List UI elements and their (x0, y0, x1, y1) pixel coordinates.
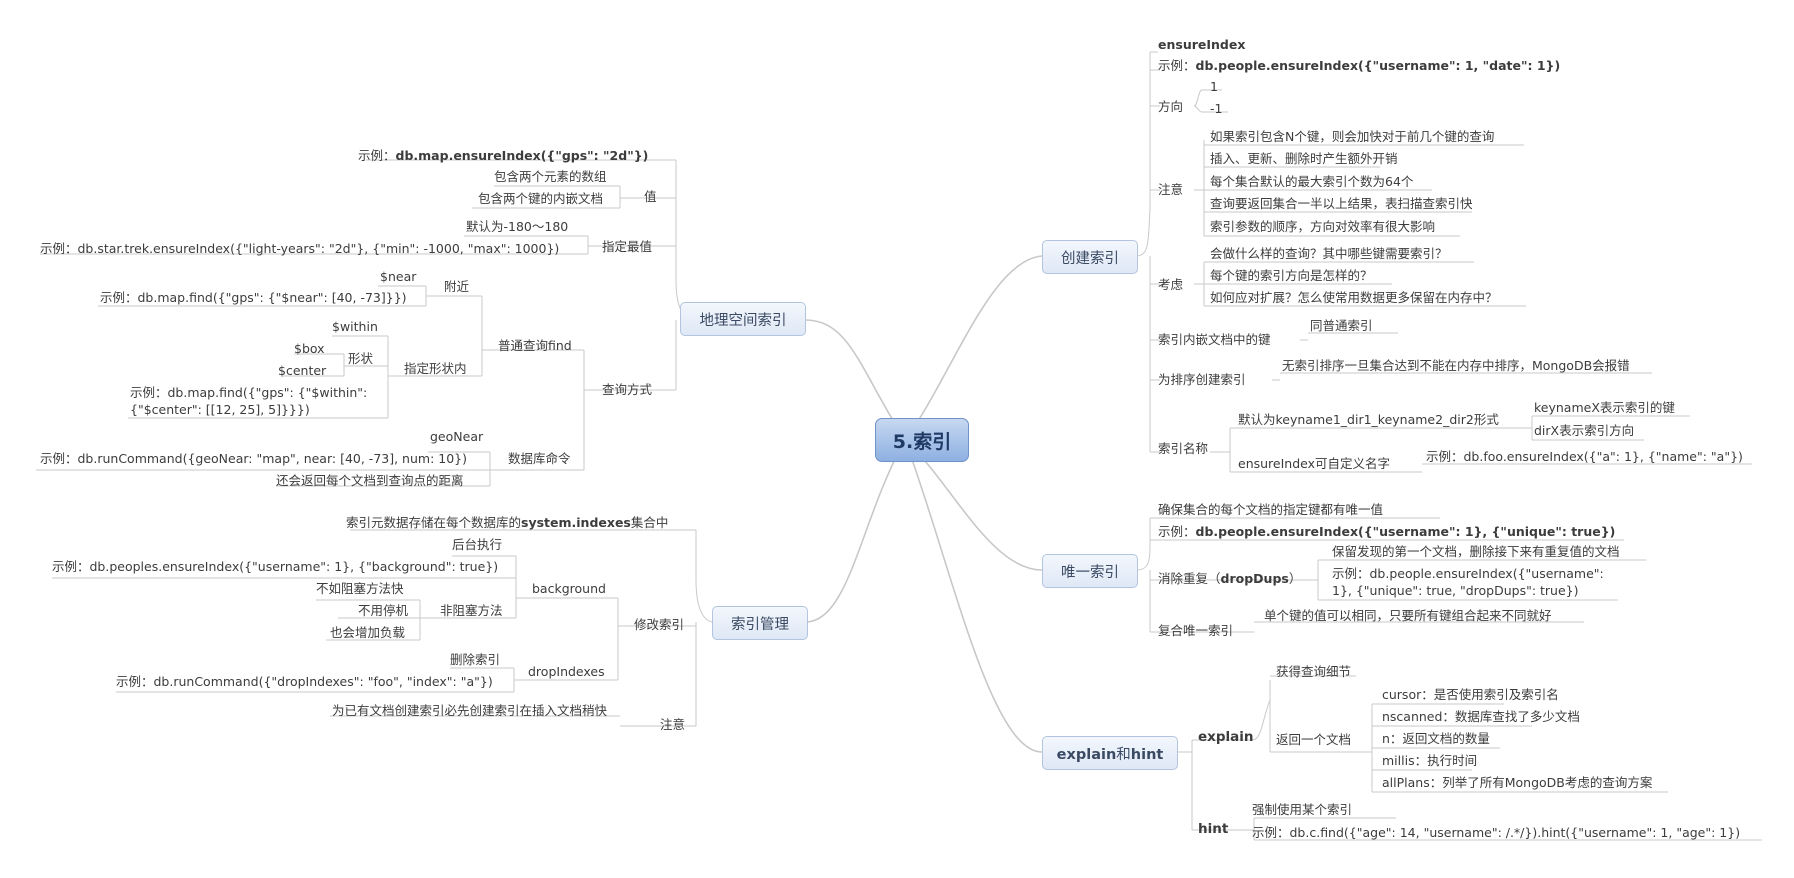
create-name-default: 默认为keyname1_dir1_keyname2_dir2形式 (1238, 412, 1499, 427)
topic-create-index[interactable]: 创建索引 (1042, 240, 1138, 274)
unique-dropdups-example: 示例：db.people.ensureIndex({"username": 1}… (1332, 566, 1604, 598)
geo-range-label: 指定最值 (602, 239, 653, 254)
geo-within-label: 指定形状内 (404, 361, 467, 376)
geo-cmd-example: 示例：db.runCommand({geoNear: "map", near: … (40, 451, 467, 466)
create-note-1: 如果索引包含N个键，则会加快对于前几个键的查询 (1210, 129, 1495, 144)
unique-dropdups-label: 消除重复（dropDups） (1158, 571, 1302, 586)
manage-note-value: 为已有文档创建索引必先创建索引在插入文档稍快 (332, 703, 608, 718)
manage-nonblock-2: 不用停机 (358, 603, 409, 618)
hint-label: hint (1198, 821, 1229, 837)
explain-field-n: n：返回文档的数量 (1382, 731, 1490, 746)
geo-center-op: $center (278, 363, 327, 378)
manage-nonblock-3: 也会增加负载 (330, 625, 406, 640)
create-note-5: 索引参数的顺序，方向对效率有很大影响 (1210, 219, 1436, 234)
create-name-key: keynameX表示索引的键 (1534, 400, 1675, 415)
geo-near-label: 附近 (444, 279, 470, 294)
geo-find-label: 普通查询find (498, 338, 572, 353)
unique-example-prefix: 示例： (1158, 524, 1196, 539)
unique-example-code: db.people.ensureIndex({"username": 1}, {… (1195, 524, 1616, 539)
geo-shape-label: 形状 (348, 351, 374, 366)
create-ensureindex: ensureIndex (1158, 37, 1246, 52)
manage-modify-label: 修改索引 (634, 617, 685, 632)
unique-compound-label: 复合唯一索引 (1158, 623, 1234, 638)
create-name-label: 索引名称 (1158, 441, 1209, 456)
explain-get-details: 获得查询细节 (1276, 664, 1352, 679)
explain-returns-doc: 返回一个文档 (1276, 732, 1352, 747)
geo-value-label: 值 (644, 189, 657, 204)
create-notes-label: 注意 (1158, 182, 1184, 197)
geo-range-example: 示例：db.star.trek.ensureIndex({"light-year… (40, 241, 560, 256)
create-sort-label: 为排序创建索引 (1158, 372, 1246, 387)
hint-example: 示例：db.c.find({"age": 14, "username": /.*… (1252, 825, 1741, 840)
topic-index-management[interactable]: 索引管理 (712, 606, 808, 640)
topic-unique-index[interactable]: 唯一索引 (1042, 554, 1138, 588)
manage-note-label: 注意 (660, 717, 686, 732)
create-example-code: db.people.ensureIndex({"username": 1, "d… (1195, 58, 1561, 73)
create-consider-2: 每个键的索引方向是怎样的？ (1210, 268, 1373, 283)
geo-cmd-note: 还会返回每个文档到查询点的距离 (276, 473, 464, 488)
geo-range-default: 默认为-180～180 (466, 219, 569, 234)
manage-bg-example: 示例：db.peoples.ensureIndex({"username": 1… (52, 559, 499, 574)
manage-meta: 索引元数据存储在每个数据库的system.indexes集合中 (346, 515, 669, 530)
topic-explain-hint-label: explain和hint (1056, 746, 1164, 763)
geo-within-op: $within (332, 319, 378, 334)
explain-field-nscanned: nscanned：数据库查找了多少文档 (1382, 709, 1580, 724)
explain-field-allplans: allPlans：列举了所有MongoDB考虑的查询方案 (1382, 775, 1653, 790)
topic-geo-index[interactable]: 地理空间索引 (680, 302, 806, 336)
unique-desc: 确保集合的每个文档的指定键都有唯一值 (1158, 502, 1384, 517)
center-topic[interactable]: 5.索引 (875, 418, 969, 462)
hint-force: 强制使用某个索引 (1252, 802, 1353, 817)
create-dir-neg1: -1 (1210, 101, 1223, 116)
create-example: 示例：db.people.ensureIndex({"username": 1,… (1158, 57, 1560, 74)
geo-example-prefix: 示例： (358, 148, 396, 163)
unique-dropdups-keep: 保留发现的第一个文档，删除接下来有重复值的文档 (1332, 544, 1620, 559)
geo-within-example: 示例：db.map.find({"gps": {"$within": {"$ce… (130, 385, 368, 417)
geo-value-doc: 包含两个键的内嵌文档 (478, 191, 604, 206)
topic-explain-hint[interactable]: explain和hint (1042, 736, 1178, 770)
manage-nonblock-1: 不如阻塞方法快 (316, 581, 404, 596)
create-name-custom: ensureIndex可自定义名字 (1238, 456, 1391, 471)
geo-example-code: db.map.ensureIndex({"gps": "2d"}) (395, 148, 649, 163)
geo-example: 示例：db.map.ensureIndex({"gps": "2d"}) (358, 147, 648, 164)
manage-bg-run: 后台执行 (452, 537, 503, 552)
topic-index-management-label: 索引管理 (731, 616, 789, 633)
create-sort-value: 无索引排序一旦集合达到不能在内存中排序，MongoDB会报错 (1282, 358, 1630, 373)
manage-nonblock-label: 非阻塞方法 (440, 603, 503, 618)
topic-geo-index-label: 地理空间索引 (699, 312, 787, 329)
manage-drop-label: dropIndexes (528, 664, 605, 679)
create-name-dir: dirX表示索引方向 (1534, 423, 1635, 438)
geo-value-array: 包含两个元素的数组 (494, 169, 607, 184)
create-example-prefix: 示例： (1158, 58, 1196, 73)
create-note-4: 查询要返回集合一半以上结果，表扫描查索引快 (1210, 196, 1473, 211)
explain-field-millis: millis：执行时间 (1382, 753, 1478, 768)
geo-cmd-label: 数据库命令 (508, 451, 571, 466)
create-consider-label: 考虑 (1158, 277, 1184, 292)
unique-example: 示例：db.people.ensureIndex({"username": 1}… (1158, 523, 1615, 540)
manage-drop-example: 示例：db.runCommand({"dropIndexes": "foo", … (116, 674, 493, 689)
geo-geonear: geoNear (430, 429, 484, 444)
unique-compound-value: 单个键的值可以相同，只要所有键组合起来不同就好 (1264, 608, 1552, 623)
create-note-3: 每个集合默认的最大索引个数为64个 (1210, 174, 1414, 189)
create-name-example: 示例：db.foo.ensureIndex({"a": 1}, {"name":… (1426, 449, 1743, 464)
create-note-2: 插入、更新、删除时产生额外开销 (1210, 151, 1398, 166)
geo-box-op: $box (294, 341, 325, 356)
explain-field-cursor: cursor：是否使用索引及索引名 (1382, 687, 1559, 702)
topic-create-index-label: 创建索引 (1061, 250, 1119, 267)
geo-near-op: $near (380, 269, 417, 284)
manage-background-label: background (532, 581, 606, 596)
create-embedded-label: 索引内嵌文档中的键 (1158, 332, 1271, 347)
explain-label: explain (1198, 729, 1254, 745)
create-embedded-value: 同普通索引 (1310, 318, 1373, 333)
create-consider-3: 如何应对扩展？怎么使常用数据更多保留在内存中？ (1210, 290, 1498, 305)
geo-query-label: 查询方式 (602, 382, 653, 397)
create-consider-1: 会做什么样的查询？其中哪些键需要索引？ (1210, 246, 1448, 261)
center-title: 5.索引 (892, 430, 952, 453)
manage-drop-desc: 删除索引 (450, 652, 501, 667)
topic-unique-index-label: 唯一索引 (1061, 564, 1119, 581)
geo-near-example: 示例：db.map.find({"gps": {"$near": [40, -7… (100, 290, 407, 305)
create-dir-1: 1 (1210, 79, 1218, 94)
create-direction: 方向 (1158, 99, 1184, 114)
